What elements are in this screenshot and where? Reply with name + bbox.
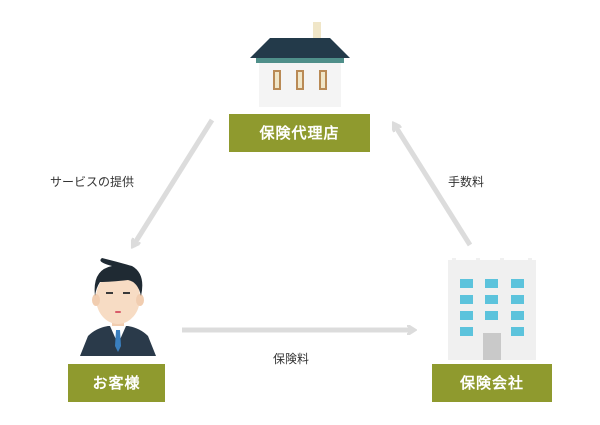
edge-label-commission: 手数料 — [448, 175, 485, 189]
agency-label-box: 保険代理店 — [229, 114, 370, 152]
customer-label: お客様 — [92, 374, 141, 392]
edge-label-premium: 保険料 — [273, 352, 310, 366]
insurer-label-box: 保険会社 — [432, 364, 552, 402]
customer-label-box: お客様 — [68, 364, 165, 402]
agency-label: 保険代理店 — [259, 124, 340, 142]
arrow-agency-to-customer — [130, 118, 215, 246]
insurer-label: 保険会社 — [459, 374, 524, 392]
edge-label-service: サービスの提供 — [50, 175, 135, 189]
arrow-insurer-to-agency — [391, 124, 473, 247]
